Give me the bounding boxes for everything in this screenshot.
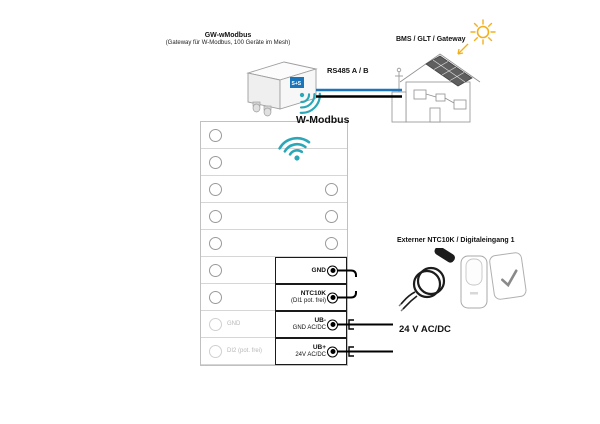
terminal-row <box>201 230 347 257</box>
terminal-label: GND <box>311 266 326 274</box>
terminal-block-ub-plus: UB+ 24V AC/DC <box>275 338 347 365</box>
terminal-row <box>201 284 347 311</box>
wmodbus-label: W-Modbus <box>296 114 350 126</box>
terminal-sublabel: GND AC/DC <box>292 324 326 331</box>
gateway-title: GW-wModbus <box>204 32 252 39</box>
terminal-block-ub-minus: UB- GND AC/DC <box>275 311 347 338</box>
terminal-row-label: DI2 (pot. frei) <box>227 348 263 354</box>
terminal-circle <box>209 318 222 331</box>
terminal-block-ntc10k: NTC10K (DI1 pot. frei) <box>275 284 347 311</box>
external-sensors-label: Externer NTC10K / Digitaleingang 1 <box>397 237 515 244</box>
rs485-label: RS485 A / B <box>327 66 369 75</box>
terminal-contact-icon <box>327 346 338 357</box>
building-image <box>391 53 481 123</box>
terminal-row: DI2 (pot. frei) <box>201 338 347 365</box>
terminal-strip: GND DI2 (pot. frei) GND NTC10K (DI1 pot.… <box>200 121 348 366</box>
terminal-contact-icon <box>327 265 338 276</box>
terminal-circle <box>209 210 222 223</box>
terminal-circle <box>209 264 222 277</box>
terminal-circle <box>209 156 222 169</box>
door-contact-image <box>460 255 488 309</box>
terminal-row <box>201 176 347 203</box>
connector-icon <box>348 346 354 357</box>
svg-text:S+S: S+S <box>292 81 302 87</box>
terminal-label: NTC10K <box>300 289 326 297</box>
terminal-circle <box>325 210 338 223</box>
connector-icon <box>348 319 354 330</box>
terminal-contact-icon <box>327 319 338 330</box>
sps-logo <box>290 77 304 88</box>
terminal-block-gnd: GND <box>275 257 347 284</box>
terminal-circle <box>209 237 222 250</box>
wifi-icon <box>278 136 311 161</box>
terminal-circle <box>209 129 222 142</box>
terminal-row <box>201 257 347 284</box>
terminal-row <box>201 122 347 149</box>
terminal-label: UB+ <box>312 343 326 351</box>
ntc-probe-image <box>398 248 455 312</box>
gateway-label: GW-wModbus (Gateway für W-Modbus, 100 Ge… <box>133 31 323 48</box>
terminal-row <box>201 203 347 230</box>
terminal-row <box>201 149 347 176</box>
power-supply-label: 24 V AC/DC <box>399 324 451 335</box>
gateway-device-image: S+S <box>246 61 321 117</box>
terminal-contact-icon <box>327 292 338 303</box>
terminal-circle <box>209 291 222 304</box>
gateway-subtitle: (Gateway für W-Modbus, 100 Geräte im Mes… <box>165 40 291 47</box>
bms-label: BMS / GLT / Gateway <box>396 36 466 43</box>
terminal-circle <box>325 237 338 250</box>
terminal-row: GND <box>201 311 347 338</box>
terminal-row-label: GND <box>227 321 241 327</box>
terminal-circle <box>325 183 338 196</box>
terminal-circle <box>209 345 222 358</box>
terminal-sublabel: 24V AC/DC <box>295 351 326 358</box>
terminal-label: UB- <box>314 316 326 324</box>
room-sensor-image <box>489 252 527 300</box>
terminal-sublabel: (DI1 pot. frei) <box>290 297 326 304</box>
sun-icon <box>470 19 496 45</box>
terminal-circle <box>209 183 222 196</box>
